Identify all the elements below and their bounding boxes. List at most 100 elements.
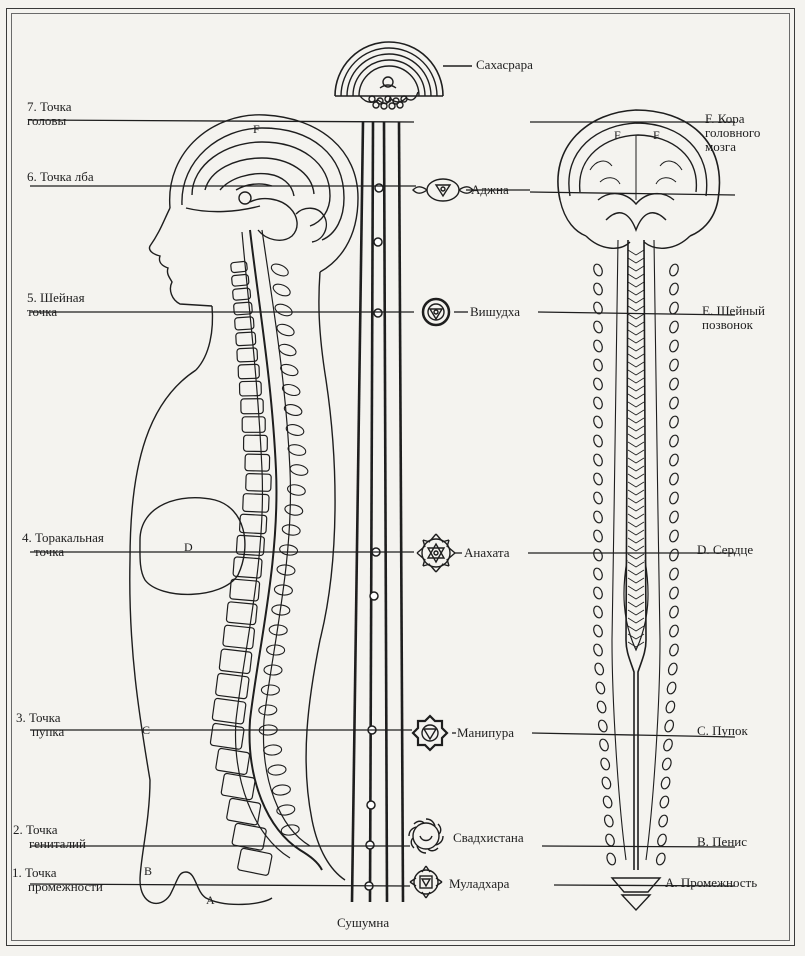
- cord-chevron: [628, 258, 644, 263]
- nerve-root-right: [668, 453, 680, 467]
- cord-chevron: [628, 338, 644, 343]
- cord-chevron: [628, 474, 644, 479]
- label-thoracic-point: 4. Торакальнаяточка: [22, 531, 104, 559]
- spinal-cord-texture: [628, 250, 644, 647]
- vertebra-body: [244, 435, 268, 451]
- nerve-root-right: [668, 510, 680, 524]
- cord-chevron: [628, 498, 644, 503]
- cord-chevron: [628, 274, 644, 279]
- cord-chevron: [628, 626, 644, 631]
- cord-chevron: [628, 266, 644, 271]
- nerve-root-right: [668, 605, 680, 619]
- nerve-root-right: [666, 681, 678, 695]
- spinous-process: [281, 824, 300, 837]
- anahata-chakra-icon: [417, 534, 455, 572]
- nerve-root-left: [601, 776, 613, 790]
- nerve-root-left: [592, 282, 604, 296]
- cord-chevron: [628, 554, 644, 559]
- letter-f-brain-left: F: [614, 128, 621, 142]
- cord-chevron: [628, 466, 644, 471]
- nerve-root-left: [592, 453, 604, 467]
- sushumna-nodes: [365, 184, 383, 890]
- label-navel: C. Пупок: [697, 724, 748, 738]
- nerve-root-right: [668, 567, 680, 581]
- spinous-process: [289, 463, 309, 477]
- cord-chevron: [628, 354, 644, 359]
- label-perineum: A. Промежность: [665, 876, 757, 890]
- vishuddha-chakra-icon: [423, 299, 449, 325]
- vertebra-body: [219, 649, 252, 674]
- cord-chevron: [628, 642, 644, 647]
- nerve-root-right: [668, 301, 680, 315]
- nerve-root-right: [665, 700, 677, 714]
- nerve-root-right: [667, 662, 679, 676]
- vertebra-body: [237, 848, 272, 876]
- chakra-label-ajna: Аджна: [471, 183, 509, 197]
- spinous-process: [287, 443, 307, 457]
- cord-chevron: [628, 322, 644, 327]
- letter-f-brain-right: F: [653, 128, 660, 142]
- nerve-root-left: [605, 852, 617, 866]
- nerve-root-left: [593, 662, 605, 676]
- manipura-chakra-icon: [413, 716, 447, 750]
- spinous-process: [282, 524, 301, 537]
- spinous-process: [268, 764, 287, 776]
- nerve-root-left: [592, 263, 604, 277]
- nerve-root-right: [668, 472, 680, 486]
- nerve-root-right: [668, 529, 680, 543]
- vertebra-body: [243, 494, 270, 513]
- cord-chevron: [628, 426, 644, 431]
- cord-chevron: [628, 418, 644, 423]
- nerve-root-left: [592, 491, 604, 505]
- spinous-process: [264, 665, 282, 675]
- cord-chevron: [628, 298, 644, 303]
- vertebra-body: [215, 748, 249, 775]
- cord-chevron: [628, 602, 644, 607]
- nerve-root-right: [668, 415, 680, 429]
- vertebra-body: [245, 454, 270, 471]
- nerve-root-right: [668, 320, 680, 334]
- cord-chevron: [628, 458, 644, 463]
- nerve-root-left: [592, 510, 604, 524]
- vertebra-body: [221, 773, 256, 800]
- nerve-root-right: [656, 833, 668, 847]
- nerve-root-right: [668, 643, 680, 657]
- cord-chevron: [628, 330, 644, 335]
- cord-chevron: [628, 562, 644, 567]
- chakra-label-manipura: Манипура: [457, 726, 514, 740]
- chakra-label-svadhisthana: Свадхистана: [453, 831, 524, 845]
- nerve-root-left: [592, 339, 604, 353]
- cord-chevron: [628, 594, 644, 599]
- label-navel-point: 3. Точкапупка: [16, 711, 64, 739]
- cord-chevron: [628, 290, 644, 295]
- spinous-process: [259, 705, 277, 715]
- nerve-root-left: [604, 833, 616, 847]
- nerve-root-right: [660, 776, 672, 790]
- profile-spine: [236, 230, 322, 870]
- cord-chevron: [628, 306, 644, 311]
- nerve-root-right: [663, 719, 675, 733]
- letter-b-genital: B: [144, 864, 152, 878]
- vertebra-body: [241, 399, 263, 414]
- chakra-label-sahasrara: Сахасрара: [476, 58, 533, 72]
- vertebra-body: [239, 381, 261, 396]
- cord-chevron: [628, 570, 644, 575]
- nerve-root-right: [668, 282, 680, 296]
- spinous-process: [270, 262, 291, 279]
- cord-chevron: [628, 530, 644, 535]
- cord-chevron: [628, 482, 644, 487]
- spinous-process: [284, 503, 304, 516]
- cord-chevron: [628, 490, 644, 495]
- cord-chevron: [628, 314, 644, 319]
- cord-chevron: [628, 578, 644, 583]
- nerve-root-left: [592, 415, 604, 429]
- nerve-root-left: [596, 700, 608, 714]
- nerve-root-right: [668, 377, 680, 391]
- spinous-process: [271, 282, 292, 298]
- chakra-label-vishuddha: Вишудха: [470, 305, 520, 319]
- cord-chevron: [628, 506, 644, 511]
- nerve-root-left: [592, 586, 604, 600]
